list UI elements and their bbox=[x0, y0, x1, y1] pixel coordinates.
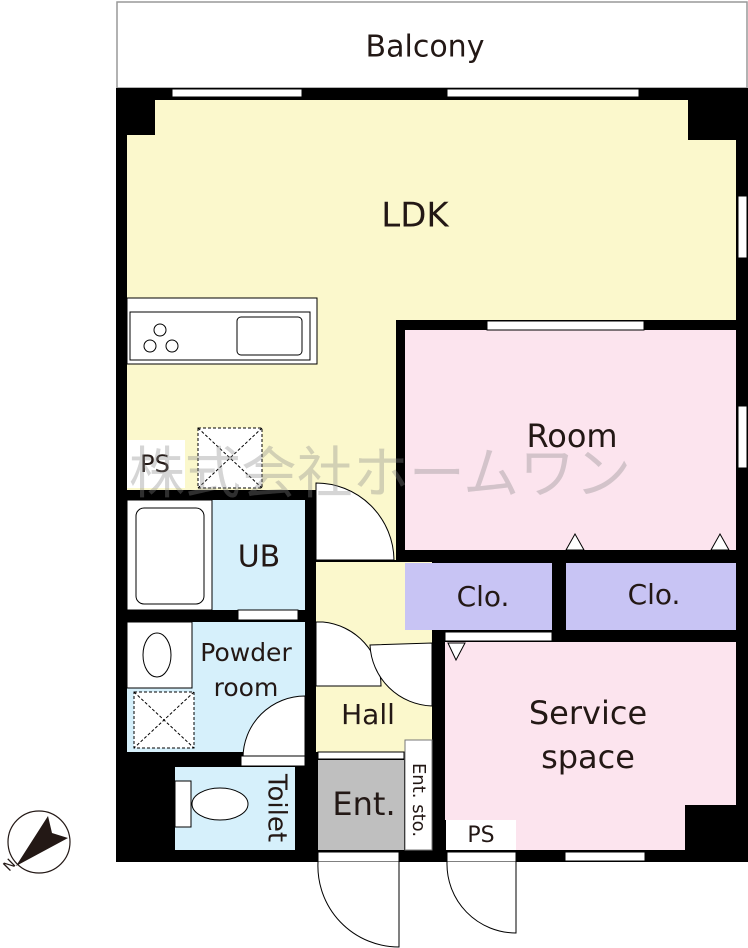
window bbox=[737, 195, 748, 259]
powder-room-label-1: Powder bbox=[200, 638, 292, 667]
window bbox=[171, 88, 303, 98]
bathtub-inner bbox=[135, 507, 205, 605]
service-closet-door bbox=[444, 631, 553, 642]
entrance-step bbox=[317, 751, 405, 760]
ps-lower-area bbox=[446, 820, 516, 850]
washer-cross-icon bbox=[133, 691, 195, 749]
front-door-swing[interactable] bbox=[317, 861, 400, 948]
entrance-label: Ent. bbox=[332, 785, 395, 823]
toilet-label: Toilet bbox=[262, 773, 292, 842]
toilet-door bbox=[240, 755, 306, 767]
ldk-label: LDK bbox=[381, 196, 450, 236]
window bbox=[564, 851, 646, 862]
door-marker-icon bbox=[447, 642, 466, 662]
ps-upper-label: PS bbox=[140, 450, 170, 478]
sink-icon bbox=[236, 316, 303, 356]
toilet-bowl-icon bbox=[191, 787, 249, 821]
ps-upper-area bbox=[127, 440, 185, 488]
burner-icon bbox=[165, 339, 179, 353]
closet-left-area bbox=[405, 563, 552, 630]
burner-icon bbox=[153, 323, 167, 337]
ldk-area bbox=[127, 100, 736, 560]
ps-door-frame bbox=[446, 851, 517, 863]
closet-right-label: Clo. bbox=[628, 578, 681, 611]
window bbox=[737, 405, 748, 469]
room-label: Room bbox=[526, 417, 617, 455]
room-window bbox=[486, 320, 645, 331]
closet-right-area bbox=[566, 563, 736, 630]
toilet-tank bbox=[174, 780, 192, 828]
window bbox=[446, 88, 640, 98]
vent-shaft bbox=[197, 427, 263, 489]
entrance-storage-area bbox=[404, 739, 433, 851]
service-space-label-1: Service bbox=[529, 694, 647, 732]
entrance-storage-label: Ent. sto. bbox=[408, 763, 429, 837]
closet-left-label: Clo. bbox=[457, 580, 510, 613]
service-space-area bbox=[445, 642, 736, 850]
service-space-label-2: space bbox=[541, 738, 635, 776]
closet-door-marker-icon bbox=[565, 532, 730, 551]
balcony-label: Balcony bbox=[366, 30, 485, 65]
compass-icon: N bbox=[1, 810, 71, 875]
hall-door-swing bbox=[315, 621, 382, 687]
room-area bbox=[405, 330, 736, 550]
ldk-door-swing bbox=[315, 482, 395, 561]
balcony-area bbox=[116, 1, 748, 89]
washbasin-bowl bbox=[142, 632, 172, 678]
burner-icon bbox=[143, 339, 157, 353]
watermark: 株式会社ホームワン bbox=[129, 442, 631, 507]
entrance-area bbox=[318, 760, 404, 850]
ps-door-swing bbox=[446, 861, 517, 934]
ub-label: UB bbox=[238, 540, 281, 575]
service-door-swing bbox=[369, 642, 433, 707]
ps-lower-label: PS bbox=[467, 823, 494, 848]
powder-room-label-2: room bbox=[214, 673, 279, 702]
front-door-frame bbox=[317, 851, 400, 863]
hall-label: Hall bbox=[341, 698, 395, 731]
ub-door bbox=[237, 609, 299, 621]
